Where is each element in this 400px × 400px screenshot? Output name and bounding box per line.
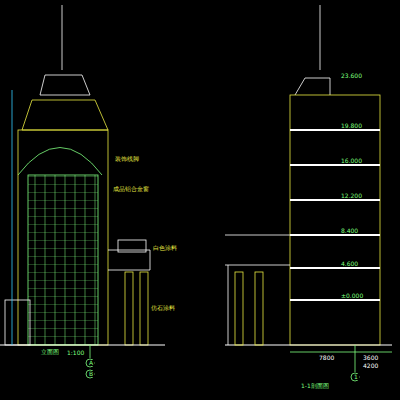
scale: 1:100 <box>66 350 85 356</box>
floor-slab <box>290 234 380 236</box>
elevation-mark: 4.600 <box>340 261 359 267</box>
floor-slab <box>290 129 380 131</box>
drawing-title: 1-1剖面图 <box>300 383 330 389</box>
callout-note: 装饰线脚 <box>114 156 140 162</box>
dimension: 4200 <box>362 363 379 369</box>
elevation-mark: 12.200 <box>340 193 363 199</box>
floor-slab <box>290 299 380 301</box>
axis-label: 1 <box>353 374 359 380</box>
elevation-drawing <box>0 5 165 378</box>
floor-slab <box>290 164 380 166</box>
elevation-mark: 16.000 <box>340 158 363 164</box>
callout-note: 仿石涂料 <box>150 305 176 311</box>
section-drawing <box>225 5 392 381</box>
elevation-mark: 8.400 <box>340 228 359 234</box>
dimension: 7800 <box>318 355 335 361</box>
floor-slab <box>290 267 380 269</box>
elevation-mark: 19.800 <box>340 123 363 129</box>
dimension: 3600 <box>362 355 379 361</box>
axis-label: B <box>88 371 94 377</box>
axis-label: A <box>88 360 94 366</box>
elevation-mark: ±0.000 <box>340 293 364 299</box>
elevation-mark: 23.600 <box>340 73 363 79</box>
callout-note: 白色涂料 <box>152 245 178 251</box>
callout-note: 成品铝合金窗 <box>112 186 150 192</box>
floor-slab <box>290 199 380 201</box>
drawing-title: 立面图 <box>40 349 60 355</box>
